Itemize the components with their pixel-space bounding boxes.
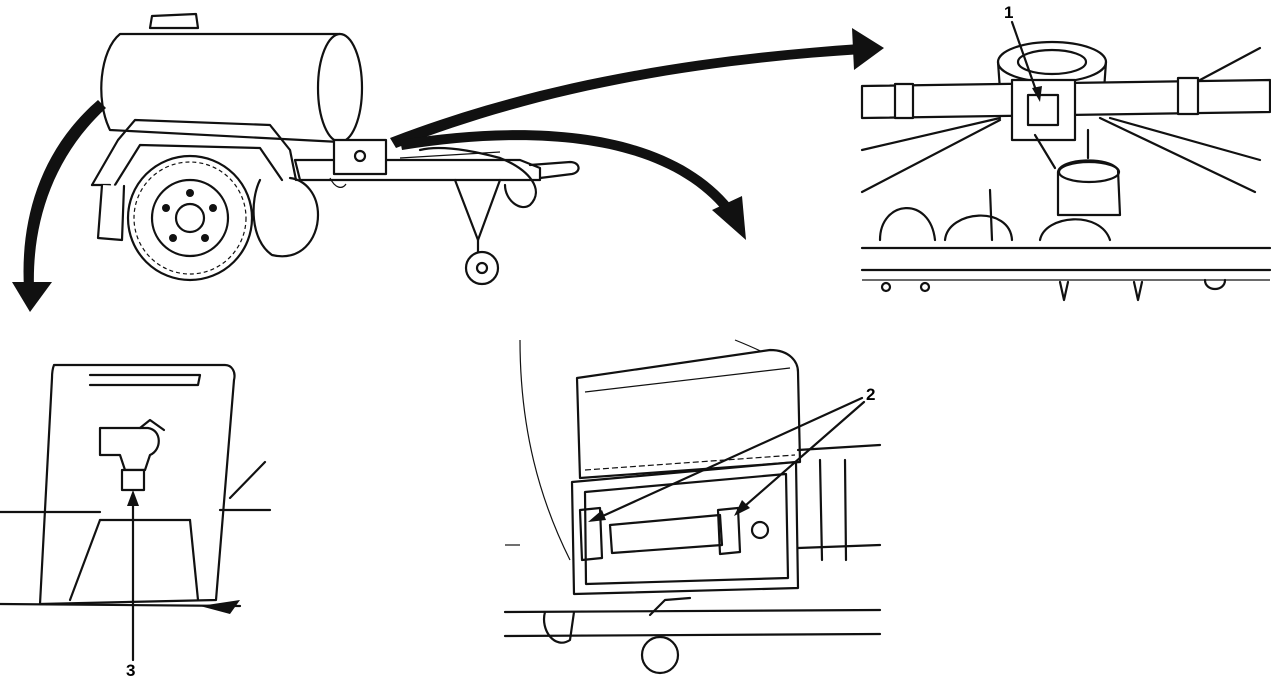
- callout-2: 2: [588, 385, 875, 522]
- detail-drain-valve-view: [0, 363, 272, 614]
- callout-1-label: 1: [1004, 3, 1013, 22]
- detail-manifold-view: [860, 40, 1271, 302]
- callout-3-label: 3: [126, 661, 135, 677]
- arrow-to-detail-1: [390, 28, 884, 148]
- arrow-to-detail-3: [12, 100, 106, 312]
- water-tank-trailer: [90, 12, 580, 286]
- arrow-to-detail-2: [400, 130, 746, 240]
- detail-tool-box-view: [503, 339, 882, 675]
- trailer-wheel: [126, 154, 254, 282]
- callout-2-label: 2: [866, 385, 875, 404]
- callout-3: 3: [126, 490, 139, 677]
- callout-1: 1: [1004, 3, 1042, 102]
